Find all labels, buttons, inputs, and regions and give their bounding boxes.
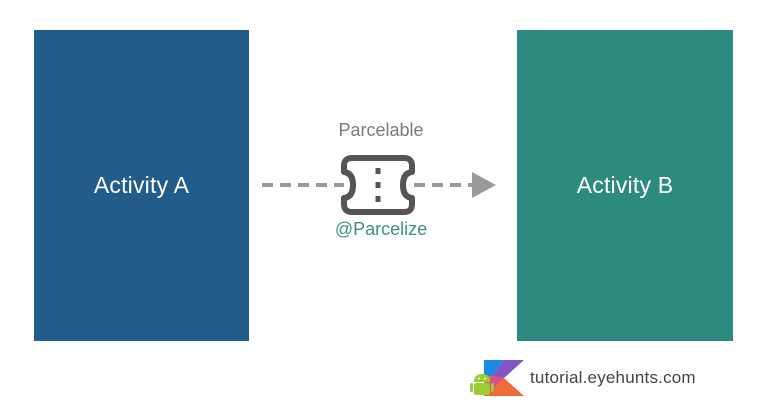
parcelize-label: @Parcelize [334, 219, 428, 239]
kotlin-android-logo [470, 360, 524, 396]
activity-b-label: Activity B [576, 172, 674, 198]
ticket-icon [341, 155, 415, 215]
parcelable-label: Parcelable [338, 120, 424, 140]
activity-a-label: Activity A [93, 172, 190, 198]
activity-b-box: Activity B [517, 30, 733, 341]
footer-site-text: tutorial.eyehunts.com [530, 368, 696, 387]
activity-a-box: Activity A [34, 30, 249, 341]
arrow-head-icon [472, 172, 496, 198]
footer-brand: tutorial.eyehunts.com [470, 358, 696, 398]
